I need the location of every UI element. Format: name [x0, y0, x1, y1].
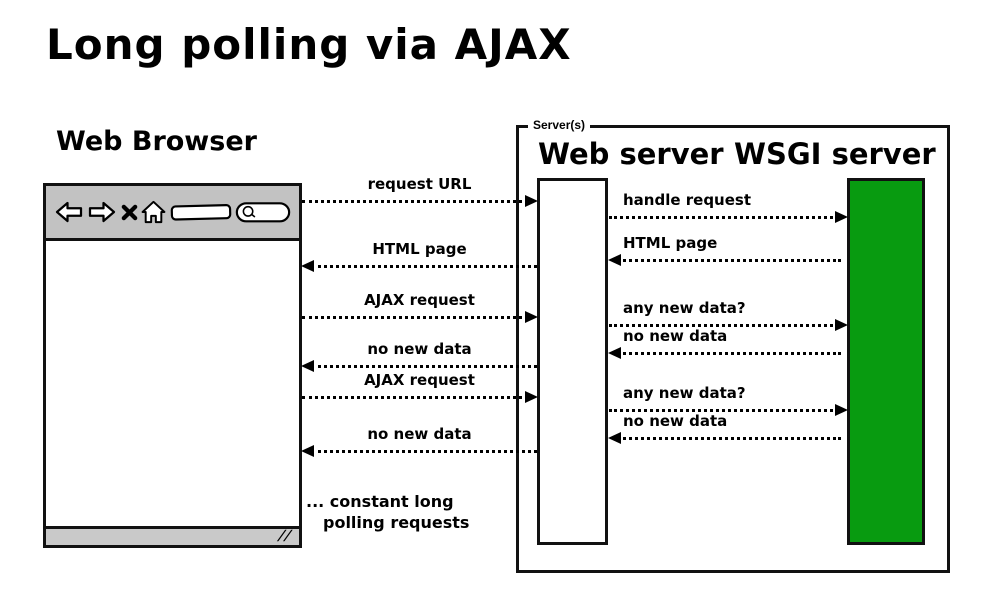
message-no-new-data-2: no new data	[301, 425, 537, 458]
dotted-arrow-right-icon	[609, 404, 848, 417]
long-polling-annotation: ... constant long polling requests	[306, 491, 469, 533]
message-label: any new data?	[623, 384, 746, 402]
forward-arrow-icon	[87, 199, 117, 225]
message-request-url: request URL	[302, 175, 538, 208]
dotted-arrow-left-icon	[301, 360, 537, 373]
message-label: no new data	[367, 425, 472, 443]
message-handle-request: handle request	[609, 191, 848, 224]
web-browser-heading: Web Browser	[56, 126, 257, 157]
browser-window: //	[43, 183, 302, 548]
resize-handle-icon: //	[275, 528, 295, 544]
annotation-line-1: ... constant long	[306, 492, 454, 511]
browser-statusbar: //	[46, 526, 299, 545]
message-label: HTML page	[623, 234, 718, 252]
dotted-arrow-right-icon	[302, 391, 538, 404]
message-html-page: HTML page	[301, 240, 537, 273]
web-server-lifeline	[537, 178, 608, 545]
web-server-heading: Web server	[538, 137, 724, 171]
message-label: no new data	[623, 412, 728, 430]
search-icon	[242, 205, 256, 218]
message-label: no new data	[367, 340, 472, 358]
message-ajax-request-1: AJAX request	[302, 291, 538, 324]
dotted-arrow-left-icon	[301, 445, 537, 458]
message-ajax-request-2: AJAX request	[302, 371, 538, 404]
address-bar	[170, 199, 232, 225]
stop-x-icon	[121, 204, 138, 221]
message-no-new-data-inner-2: no new data	[608, 412, 841, 445]
search-box	[235, 198, 291, 226]
page-title: Long polling via AJAX	[46, 20, 572, 69]
message-any-new-data-1: any new data?	[609, 299, 848, 332]
message-label: AJAX request	[364, 371, 475, 389]
dotted-arrow-right-icon	[609, 211, 848, 224]
wsgi-server-lifeline	[847, 178, 925, 545]
message-label: request URL	[367, 175, 472, 193]
annotation-line-2: polling requests	[323, 513, 470, 532]
dotted-arrow-right-icon	[609, 319, 848, 332]
message-no-new-data-1: no new data	[301, 340, 537, 373]
message-label: AJAX request	[364, 291, 475, 309]
back-arrow-icon	[54, 199, 84, 225]
dotted-arrow-left-icon	[608, 254, 841, 267]
dotted-arrow-left-icon	[608, 347, 841, 360]
servers-group-legend: Server(s)	[528, 118, 591, 132]
message-html-page-inner: HTML page	[608, 234, 841, 267]
message-label: HTML page	[372, 240, 467, 258]
message-label: any new data?	[623, 299, 746, 317]
dotted-arrow-right-icon	[302, 195, 538, 208]
home-icon	[141, 199, 166, 225]
message-any-new-data-2: any new data?	[609, 384, 848, 417]
dotted-arrow-left-icon	[608, 432, 841, 445]
browser-toolbar	[46, 186, 299, 241]
wsgi-server-heading: WSGI server	[734, 137, 936, 171]
message-label: no new data	[623, 327, 728, 345]
dotted-arrow-left-icon	[301, 260, 537, 273]
message-label: handle request	[623, 191, 752, 209]
dotted-arrow-right-icon	[302, 311, 538, 324]
message-no-new-data-inner-1: no new data	[608, 327, 841, 360]
servers-group-box: Server(s)	[516, 118, 950, 573]
